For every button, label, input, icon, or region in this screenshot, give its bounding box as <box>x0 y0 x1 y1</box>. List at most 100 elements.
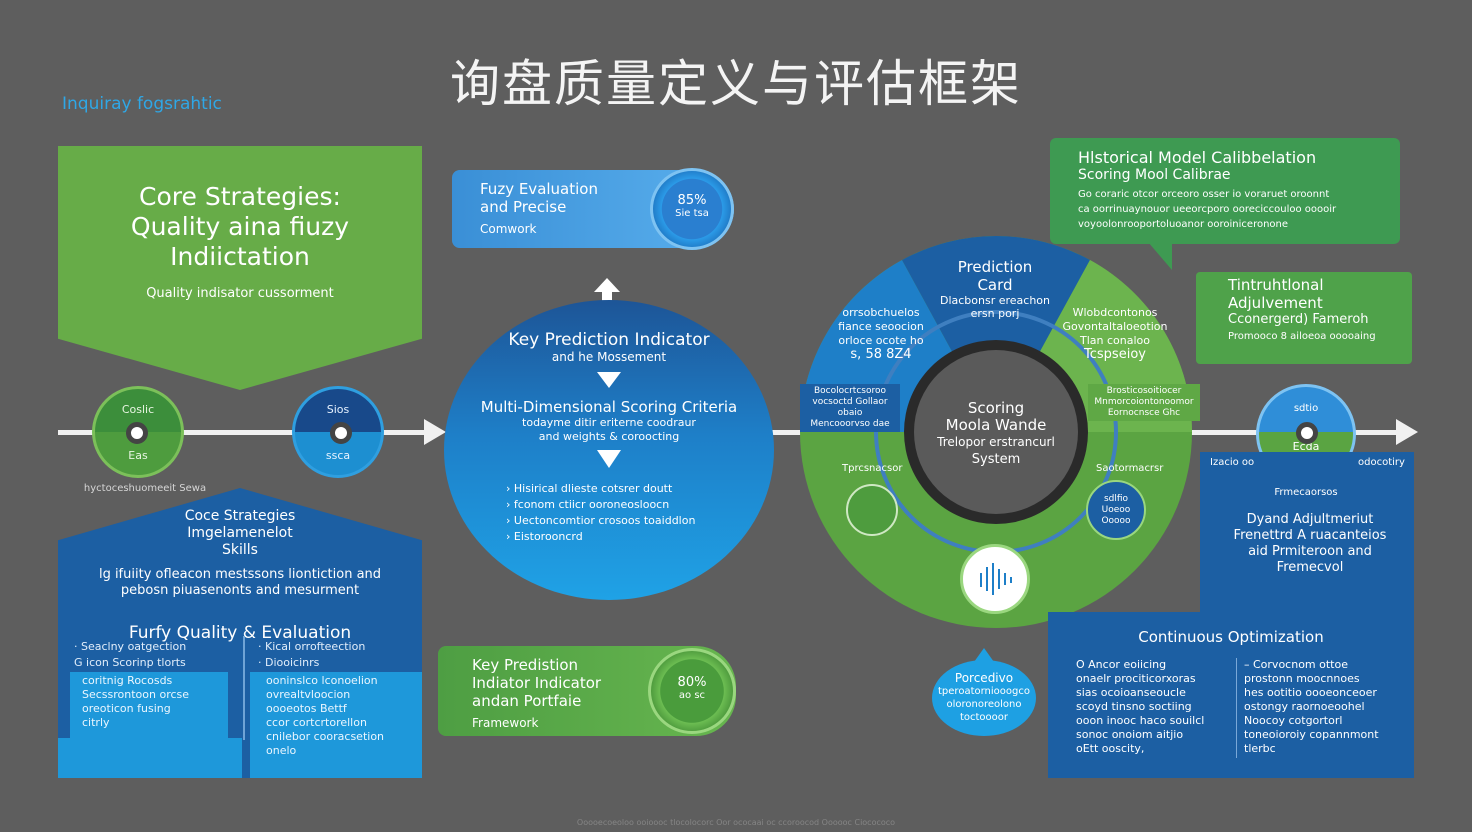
core-strategies-caption: Quality indisator cussorment <box>146 286 334 301</box>
left-circle-1-bottom: Eas <box>128 449 148 462</box>
fuzzy-col-2-box-line: ovrealtvloocion <box>266 688 351 701</box>
axis-arrow-left <box>58 430 428 435</box>
right-circle-bottom: Ecda <box>1292 440 1320 453</box>
fuzzy-col-1-box: coritnig Rocosds Secssrontoon orcse oreo… <box>70 672 228 738</box>
predictive-pointer <box>974 648 994 662</box>
ring-inner-badge-line: sdlfio <box>1103 494 1129 504</box>
page-title: 询盘质量定义与评估框架 <box>450 55 1022 113</box>
axis-arrowhead-right <box>1396 419 1418 445</box>
continuous-optimization-panel <box>1048 612 1414 778</box>
ring-center-line: Trelopor erstrancurl <box>937 435 1055 449</box>
scoring-criteria-heading: Multi-Dimensional Scoring Criteria <box>480 398 738 416</box>
continuous-col-1-line: sias ocoioanseoucle <box>1076 686 1186 699</box>
fuzzy-col-1-box-line: oreoticon fusing <box>82 702 171 715</box>
historical-calibration-box: Hlstorical Model Calibbelation Scoring M… <box>1050 138 1400 244</box>
top-pill-line: and Precise <box>480 198 567 216</box>
ring-left-line: fiance seoocion <box>838 320 924 333</box>
historical-calibration-subheading: Scoring Mool Calibrae <box>1078 167 1231 183</box>
predictive-line: oloronoreolono <box>946 699 1022 710</box>
ring-top-line: Card <box>977 276 1013 294</box>
bottom-pill-line: andan Portfaie <box>472 692 582 710</box>
core-strategies-heading: Core Strategies: Quality aina fiuzy Indi… <box>130 182 350 271</box>
key-prediction-bullet: › fconom ctiicr ooroneosloocn <box>506 498 670 511</box>
continuous-col-1-line: oEtt ooscity, <box>1076 742 1145 755</box>
ring-tag-right-line: Mnmorcoiontonoomor <box>1094 397 1194 407</box>
fuzzy-col-2-box-line: cnilebor cooracsetion <box>266 730 385 743</box>
institutional-line: Promooco 8 ailoeoa ooooaing <box>1228 331 1376 342</box>
ring-arc-label-right: Saotormacrsr <box>1096 463 1164 474</box>
left-circle-1-top: Coslic <box>121 403 155 416</box>
continuous-col-2-line: prostonn moocnnoes <box>1244 672 1360 685</box>
ring-top-segment-label: Prediction Card Dlacbonsr ereachon ersn … <box>920 258 1070 320</box>
historical-calibration-heading: Hlstorical Model Calibbelation <box>1078 148 1317 167</box>
page-subtitle: Inquiray fogsrahtic <box>62 94 222 114</box>
continuous-col-2-line: ostongy raornoeoohel <box>1244 700 1365 713</box>
ring-inner-badge-line: Uoeoo <box>1101 505 1131 515</box>
axis-arrowhead-left <box>424 419 446 445</box>
axis-node-2 <box>330 422 352 444</box>
dynamic-line: Fremecvol <box>1276 560 1344 575</box>
continuous-col-2-line: tlerbc <box>1244 742 1276 755</box>
bottom-pill-line: Indiator Indicator <box>472 674 602 692</box>
fuzzy-col-1-box-line: coritnig Rocosds <box>82 674 173 687</box>
ring-top-line: Dlacbonsr ereachon <box>939 294 1051 307</box>
dynamic-line: aid Prmiteroon and <box>1248 544 1372 559</box>
key-prediction-bullet: › Eistorooncrd <box>506 530 583 543</box>
footer-text: Ooooecoeoloo ooioooc tlocolocorc Oor oco… <box>576 818 896 827</box>
scoring-criteria-sub-1: todayme ditir eriterne coodraur <box>522 416 696 429</box>
continuous-col-1-line: sonoc onoiom aitjio <box>1076 728 1184 741</box>
top-pill-line: Fuzy Evaluation <box>480 180 598 198</box>
top-pill-badge-value: 85% <box>677 193 707 208</box>
ring-tag-right-line: Eornocnsce Ghc <box>1107 408 1181 418</box>
key-prediction-circle: Key Prediction Indicator and he Mossemen… <box>444 300 774 600</box>
ring-inner-badge-left <box>846 484 898 536</box>
key-prediction-bullet: › Uectoncomtior crosoos toaiddlon <box>506 514 696 527</box>
ring-inner-badge-right: sdlfio Uoeoo Ooooo <box>1086 480 1146 540</box>
ring-top-line: ersn porj <box>970 307 1020 320</box>
top-pill-text: Fuzy Evaluation and Precise Comwork <box>452 170 734 238</box>
ring-center-line: Moola Wande <box>945 416 1047 434</box>
ring-center-label: Scoring Moola Wande Trelopor erstrancurl… <box>906 400 1086 468</box>
scoring-criteria-sub-2: and weights & coroocting <box>538 430 680 443</box>
institutional-line: Adjulvement <box>1228 294 1323 312</box>
institutional-adjustment-box: Tintruhtlonal Adjulvement Cconergerd) Fa… <box>1196 272 1412 364</box>
dynamic-line: Dyand Adjultmeriut <box>1246 512 1374 527</box>
fuzzy-col-1: · Seaclny oatgection G icon Scorinp tlor… <box>74 640 234 672</box>
dynamic-adjustment-text: Dyand Adjultmeriut Frenettrd A ruacantei… <box>1210 512 1410 576</box>
fuzzy-col-1-line: G icon Scorinp tlorts <box>74 656 186 669</box>
ring-right-line: Govontaltaloeotion <box>1062 320 1168 333</box>
top-pill-badge-label: Sie tsa <box>675 208 709 219</box>
fuzzy-col-2-box-line: onelo <box>266 744 297 757</box>
bottom-pill-badge-value: 80% <box>677 675 707 690</box>
ring-tag-left: Bocolocrtcsoroo vocsoctd Gollaor obaio M… <box>800 384 900 432</box>
fuzzy-col-1-line: · Seaclny oatgection <box>74 640 187 653</box>
ring-right-line: Wlobdcontonos <box>1072 306 1158 319</box>
dynamic-adjustment-panel <box>1200 452 1414 612</box>
ring-waveform-icon <box>960 544 1030 614</box>
key-prediction-bullet: › Hisirical dlieste cotsrer doutt <box>506 482 673 495</box>
bottom-pill-line: Key Predistion <box>472 656 579 674</box>
historical-calibration-text: Go coraric otcor orceoro osser io voraru… <box>1050 183 1400 232</box>
historical-calibration-line: Go coraric otcor orceoro osser io voraru… <box>1078 189 1330 200</box>
down-arrow-icon <box>444 372 774 392</box>
ring-top-line: Prediction <box>957 258 1033 276</box>
fuzzy-col-2-line: · Kical orrofteection <box>258 640 366 653</box>
right-circle-right-label: odocotiry <box>1358 457 1405 468</box>
fuzzy-col-1-box-line: citrly <box>82 716 110 729</box>
implementation-text: lg ifuiity ofleacon mestssons liontictio… <box>98 567 382 598</box>
continuous-col-1-line: onaelr prociticorxoras <box>1076 672 1196 685</box>
bottom-pill-badge: 80% ao sc <box>648 648 736 734</box>
continuous-col-2-line: Noocoy cotgortorl <box>1244 714 1343 727</box>
up-arrow-icon <box>592 276 622 310</box>
core-strategies-banner: Core Strategies: Quality aina fiuzy Indi… <box>58 146 422 390</box>
implementation-heading: Coce Strategies Imgelamenelot Skills <box>184 508 296 558</box>
ring-left-line: orrsobchuelos <box>842 306 920 319</box>
continuous-optimization-heading: Continuous Optimization <box>1138 628 1324 646</box>
left-circle-2-bottom: ssca <box>325 449 351 462</box>
dynamic-line: Frenettrd A ruacanteios <box>1233 528 1387 543</box>
right-circle-top: sdtio <box>1293 403 1319 414</box>
ring-tag-right: Brosticosoitiocer Mnmorcoiontonoomor Eor… <box>1088 384 1200 421</box>
ring-left-line: s, 58 8Z4 <box>850 347 912 362</box>
ring-left-segment-label: orrsobchuelos fiance seoocion orloce oco… <box>826 306 936 362</box>
predictive-line: tperoatorniooogco <box>938 686 1030 697</box>
